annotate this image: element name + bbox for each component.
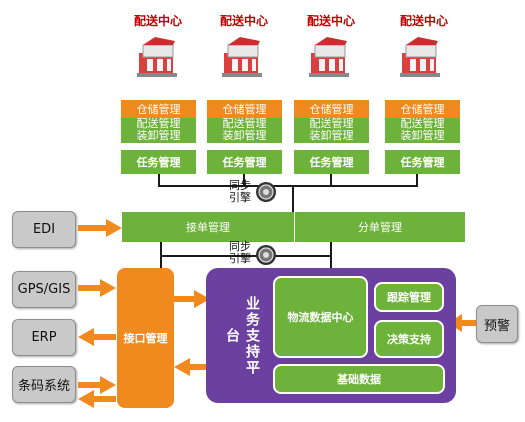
dc-loading-label: 装卸管理	[222, 129, 267, 142]
warehouse-icon	[309, 37, 349, 77]
dc-title: 配送中心	[133, 14, 182, 28]
sync-engine-label: 同步 引擎	[227, 180, 253, 204]
order-receive-mgmt[interactable]: 接单管理	[122, 212, 294, 242]
arrow-left-icon	[78, 328, 116, 346]
dc-task-mgmt[interactable]: 任务管理	[294, 150, 369, 174]
arrow-left-icon	[78, 390, 116, 408]
sync-engine-line1: 同步	[229, 240, 251, 253]
order-split-mgmt[interactable]: 分单管理	[295, 212, 465, 242]
sync-engine-label: 同步 引擎	[227, 241, 253, 265]
business-support-platform: 业务支持平台 物流数据中心 跟踪管理 决策支持 基础数据	[206, 268, 456, 403]
dc-warehouse-mgmt[interactable]: 仓储管理	[121, 100, 196, 118]
connector-line	[330, 174, 332, 186]
connector-line	[160, 255, 332, 257]
dc-title: 配送中心	[219, 14, 268, 28]
base-data[interactable]: 基础数据	[273, 364, 445, 394]
connector-line	[243, 174, 245, 186]
warehouse-icon	[400, 37, 440, 77]
warehouse-icon	[137, 37, 177, 77]
dc-task-mgmt[interactable]: 任务管理	[121, 150, 196, 174]
gps-gis-box[interactable]: GPS/GIS	[12, 271, 76, 308]
dc-loading-label: 装卸管理	[309, 129, 354, 142]
dc-task-mgmt[interactable]: 任务管理	[385, 150, 460, 174]
sync-engine-line2: 引擎	[229, 191, 251, 204]
dc-warehouse-mgmt[interactable]: 仓储管理	[207, 100, 282, 118]
decision-support[interactable]: 决策支持	[374, 320, 444, 358]
connector-line	[292, 185, 294, 212]
connector-line	[330, 241, 332, 269]
logistics-data-center[interactable]: 物流数据中心	[273, 276, 368, 358]
dc-delivery-loading-mgmt[interactable]: 配送管理 装卸管理	[121, 118, 196, 143]
arrow-right-icon	[78, 219, 122, 237]
gear-icon	[256, 182, 276, 202]
arrow-right-icon	[78, 376, 116, 394]
dc-title: 配送中心	[399, 14, 448, 28]
edi-box[interactable]: EDI	[12, 211, 76, 248]
connector-line	[158, 174, 160, 186]
arrow-right-icon	[174, 290, 210, 308]
dc-delivery-label: 配送管理	[222, 117, 267, 130]
connector-line	[158, 185, 418, 187]
dc-delivery-label: 配送管理	[136, 117, 181, 130]
alert-box[interactable]: 预警	[476, 305, 518, 343]
dc-delivery-label: 配送管理	[309, 117, 354, 130]
erp-box[interactable]: ERP	[12, 319, 76, 356]
divider	[294, 212, 295, 242]
dc-task-mgmt[interactable]: 任务管理	[207, 150, 282, 174]
gear-icon	[256, 245, 276, 265]
dc-delivery-loading-mgmt[interactable]: 配送管理 装卸管理	[294, 118, 369, 143]
sync-engine-line2: 引擎	[229, 252, 251, 265]
sync-engine-line1: 同步	[229, 179, 251, 192]
dc-loading-label: 装卸管理	[136, 129, 181, 142]
dc-delivery-label: 配送管理	[400, 117, 445, 130]
connector-line	[416, 174, 418, 186]
dc-warehouse-mgmt[interactable]: 仓储管理	[294, 100, 369, 118]
dc-warehouse-mgmt[interactable]: 仓储管理	[385, 100, 460, 118]
platform-label: 业务支持平台	[224, 296, 260, 376]
dc-delivery-loading-mgmt[interactable]: 配送管理 装卸管理	[207, 118, 282, 143]
tracking-mgmt[interactable]: 跟踪管理	[374, 282, 444, 312]
warehouse-icon	[222, 37, 262, 77]
interface-mgmt[interactable]: 接口管理	[117, 268, 174, 408]
barcode-system-box[interactable]: 条码系统	[12, 366, 76, 403]
dc-title: 配送中心	[306, 14, 355, 28]
dc-loading-label: 装卸管理	[400, 129, 445, 142]
arrow-right-icon	[78, 279, 116, 297]
dc-delivery-loading-mgmt[interactable]: 配送管理 装卸管理	[385, 118, 460, 143]
arrow-left-icon	[174, 358, 210, 376]
